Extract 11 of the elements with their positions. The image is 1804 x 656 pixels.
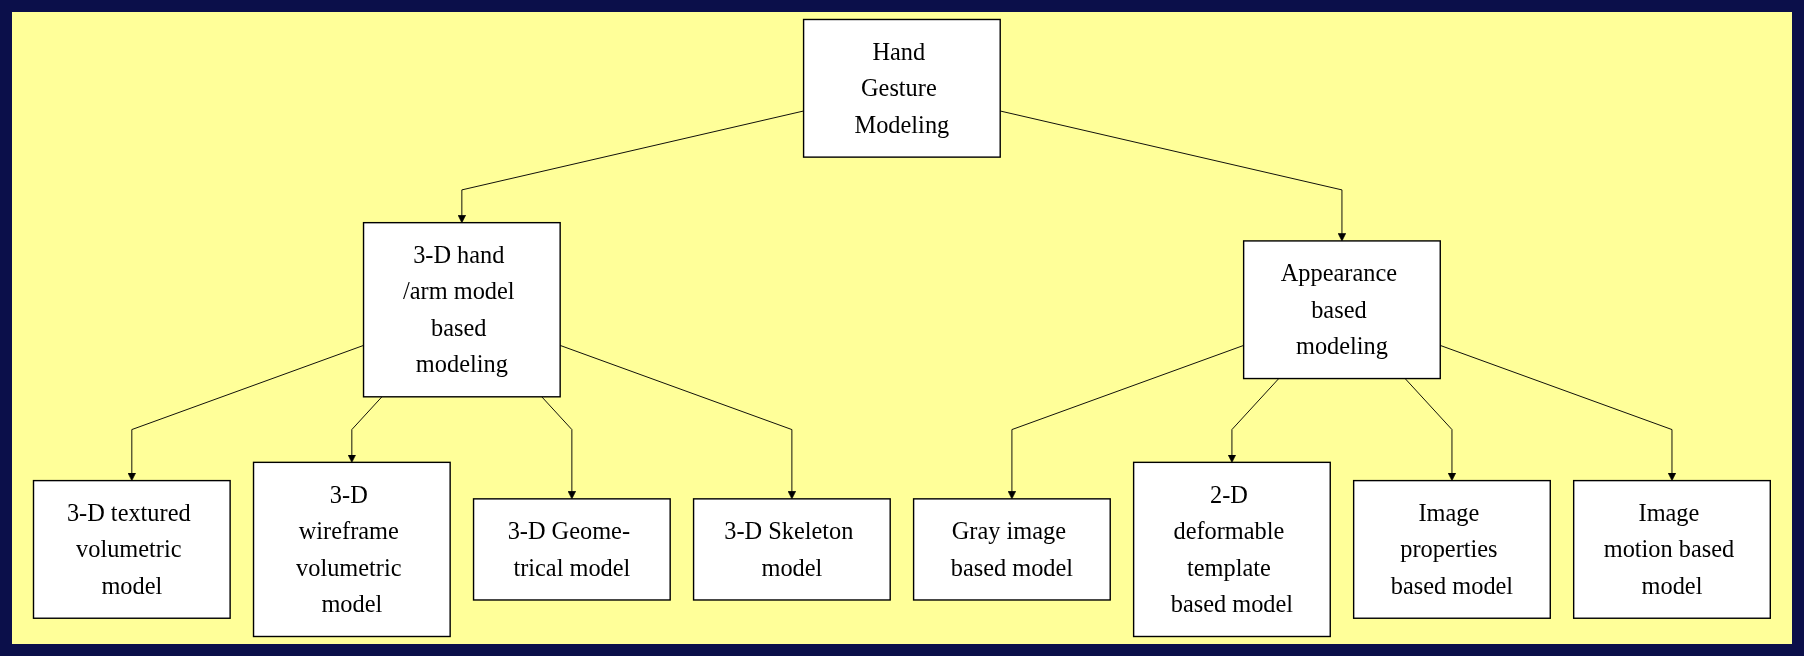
node-box: Image properties based model (1353, 479, 1552, 619)
node-box: 3-D textured volumetric model (32, 479, 231, 619)
node-box: 3-D Skeleton model (692, 498, 891, 601)
node-box: Hand Gesture Modeling (802, 18, 1001, 158)
node-box: Gray image based model (913, 498, 1111, 601)
node-box: 3-D hand /arm model based modeling (362, 221, 561, 398)
node-box: 2-D deformable template based model (1133, 461, 1332, 638)
node-box: 3-D Geome- trical model (472, 498, 671, 601)
node-box: 3-D wireframe volumetric model (252, 461, 451, 638)
node-box: Image motion based model (1573, 479, 1772, 619)
node-box: Appearance based modeling (1243, 240, 1442, 380)
